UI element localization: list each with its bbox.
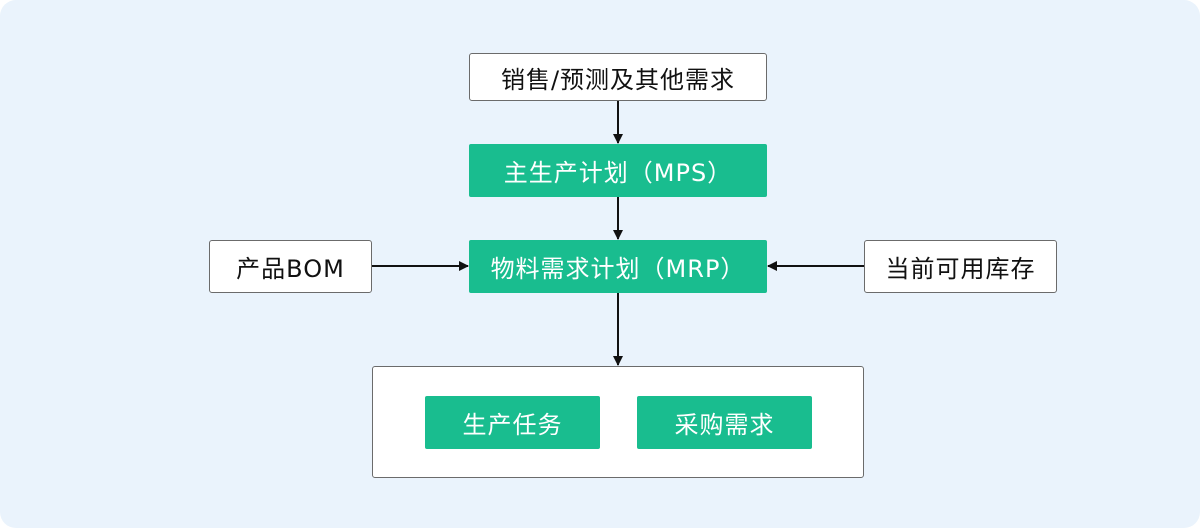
node-mps: 主生产计划（MPS） [469,144,767,197]
node-bom: 产品BOM [209,240,372,293]
node-inventory: 当前可用库存 [864,240,1057,293]
node-production-tasks: 生产任务 [425,396,600,449]
node-mrp: 物料需求计划（MRP） [469,240,767,293]
node-purchase-demand: 采购需求 [637,396,812,449]
node-sales-forecast: 销售/预测及其他需求 [469,53,767,101]
